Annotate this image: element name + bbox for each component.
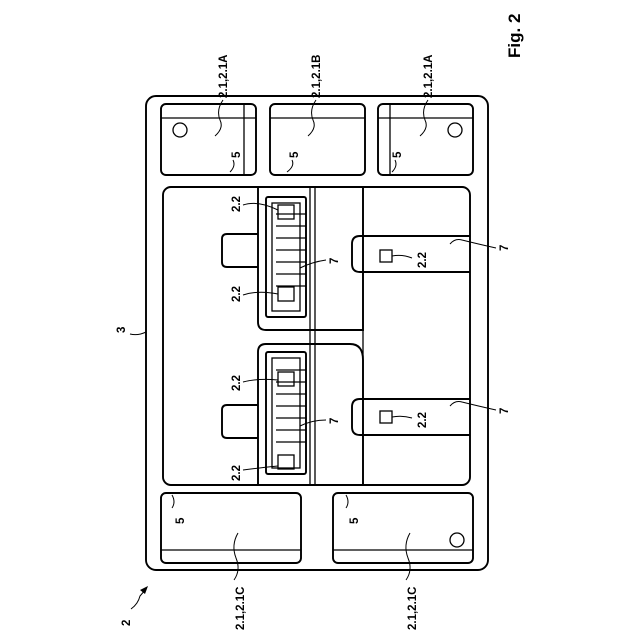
part-2-2-label-6: 2.2 xyxy=(417,412,429,428)
part-7-label-3: 7 xyxy=(499,245,511,251)
part-2-2-label-1: 2.2 xyxy=(231,196,243,212)
part-7-label-2: 7 xyxy=(329,418,341,424)
assembly-arrowhead xyxy=(140,586,148,594)
cell-5-label-1: 5 xyxy=(231,151,243,158)
connector-bump-top xyxy=(222,234,258,267)
cell-top-middle xyxy=(270,104,365,175)
housing-label: 3 xyxy=(116,327,128,333)
housing-leader xyxy=(130,332,146,335)
cell-bottom-left xyxy=(161,493,301,563)
label-top-right: 2.1,2.1A xyxy=(423,55,435,98)
part-2-2-label-3: 2.2 xyxy=(231,375,243,391)
label-top-left: 2.1,2.1A xyxy=(218,55,230,98)
cell-top-right xyxy=(378,104,473,175)
part-7-label-1: 7 xyxy=(329,258,341,264)
central-frame xyxy=(163,187,470,485)
cell-5-label-5: 5 xyxy=(349,517,361,524)
connector-bump-bottom xyxy=(222,405,258,438)
part-2-2-label-4: 2.2 xyxy=(231,465,243,481)
label-bottom-left: 2.1,2.1C xyxy=(235,587,247,630)
cell-5-label-4: 5 xyxy=(175,517,187,524)
part-2-2-label-5: 2.2 xyxy=(417,252,429,268)
cell-bottom-right xyxy=(333,493,473,563)
figure-caption: Fig. 2 xyxy=(505,14,524,58)
cell-5-label-3: 5 xyxy=(392,151,404,158)
part-2-2-label-2: 2.2 xyxy=(231,286,243,302)
cell-top-left xyxy=(161,104,256,175)
label-bottom-right: 2.1,2.1C xyxy=(407,587,419,630)
cell-5-label-2: 5 xyxy=(289,151,301,158)
tab-lower xyxy=(352,399,470,435)
housing-outline xyxy=(146,96,488,570)
part-7-label-4: 7 xyxy=(499,408,511,414)
label-top-middle: 2.1,2.1B xyxy=(311,55,323,98)
assembly-label: 2 xyxy=(121,620,133,626)
